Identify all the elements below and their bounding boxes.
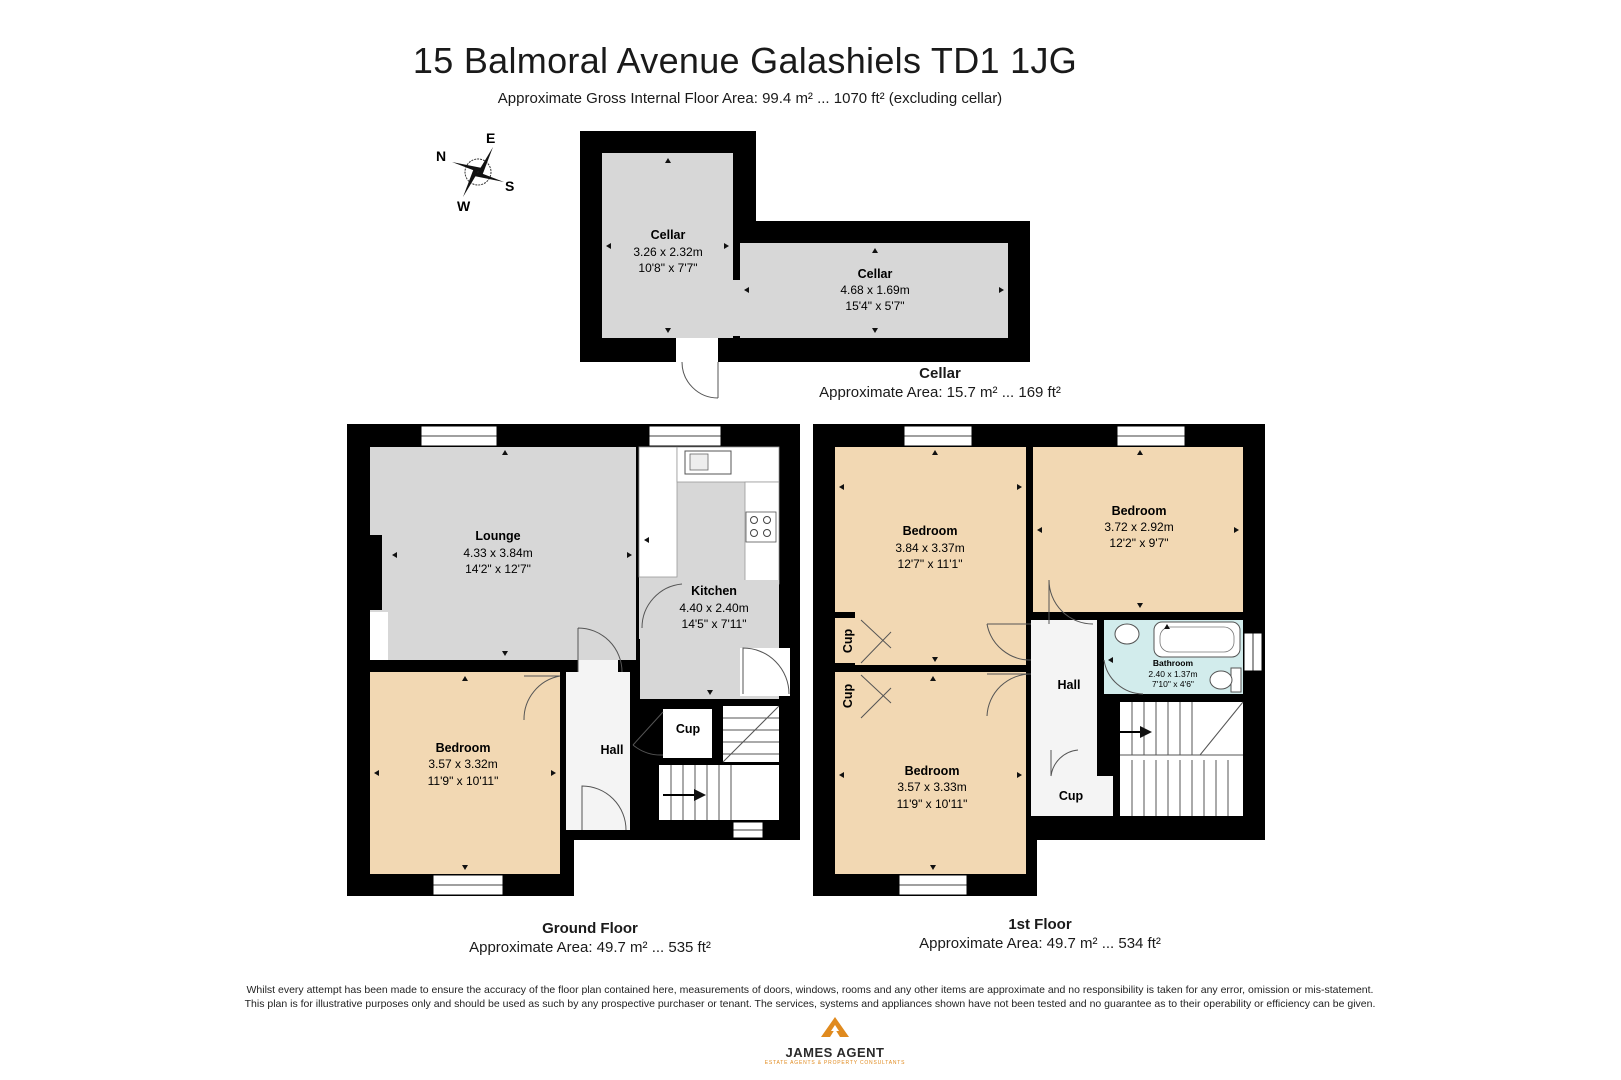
bathroom-imperial: 7'10" x 4'6" [1152, 679, 1194, 689]
ff-bedroom-s-imperial: 11'9" x 10'11" [897, 797, 968, 811]
lounge-imperial: 14'2" x 12'7" [465, 562, 531, 576]
cellar-2-name: Cellar [858, 267, 893, 281]
kitchen-metric: 4.40 x 2.40m [679, 601, 748, 615]
ground-floor-area: Approximate Area: 49.7 m² ... 535 ft² [469, 939, 711, 956]
compass-e: E [486, 130, 495, 146]
ff-bedroom-nw-imperial: 12'7" x 11'1" [898, 557, 963, 571]
first-floor-label: 1st Floor Approximate Area: 49.7 m² ... … [890, 915, 1190, 953]
ff-hall-label: Hall [1058, 678, 1081, 692]
ground-floor-plan: Lounge 4.33 x 3.84m 14'2" x 12'7" Kitche… [347, 424, 800, 896]
first-floor-area: Approximate Area: 49.7 m² ... 534 ft² [919, 935, 1161, 952]
ff-bedroom-ne-metric: 3.72 x 2.92m [1104, 520, 1173, 534]
gf-bedroom-name: Bedroom [436, 741, 491, 755]
logo-tagline: ESTATE AGENTS & PROPERTY CONSULTANTS [764, 1060, 906, 1066]
ff-bedroom-s-metric: 3.57 x 3.33m [897, 780, 966, 794]
ground-floor-name: Ground Floor [542, 920, 638, 937]
cellar-1-imperial: 10'8" x 7'7" [638, 261, 697, 275]
ff-bedroom-ne-imperial: 12'2" x 9'7" [1109, 536, 1168, 550]
compass-icon: N E S W [436, 130, 514, 214]
plan-subtitle: Approximate Gross Internal Floor Area: 9… [497, 90, 1003, 107]
compass-n: N [436, 148, 446, 164]
disclaimer: Whilst every attempt has been made to en… [150, 983, 1470, 1011]
cellar-1-metric: 3.26 x 2.32m [633, 245, 702, 259]
first-floor-plan: Bedroom 3.84 x 3.37m 12'7" x 11'1" Bedro… [813, 424, 1265, 896]
logo-mark-icon [821, 1017, 849, 1037]
cellar-floor-name: Cellar [919, 365, 961, 382]
cellar-plan: Cellar 3.26 x 2.32m 10'8" x 7'7" Cellar … [580, 131, 1030, 399]
gf-hall-label: Hall [601, 743, 624, 757]
ff-bedroom-s-name: Bedroom [905, 764, 960, 778]
plan-title: 15 Balmoral Avenue Galashiels TD1 1JG [412, 40, 1078, 81]
lounge-name: Lounge [475, 529, 520, 543]
ff-cup-2-label: Cup [841, 683, 855, 708]
ff-bedroom-ne-name: Bedroom [1112, 504, 1167, 518]
disclaimer-line-2: This plan is for illustrative purposes o… [244, 998, 1376, 1010]
cellar-1-name: Cellar [651, 228, 686, 242]
ff-cup-1-label: Cup [841, 628, 855, 653]
gf-cup-label: Cup [676, 722, 701, 736]
kitchen-name: Kitchen [691, 584, 737, 598]
cellar-floor-label: Cellar Approximate Area: 15.7 m² ... 169… [790, 364, 1090, 402]
ff-bedroom-nw-name: Bedroom [903, 524, 958, 538]
cellar-2-imperial: 15'4" x 5'7" [845, 299, 904, 313]
kitchen-imperial: 14'5" x 7'11" [682, 617, 747, 631]
compass-s: S [505, 178, 514, 194]
logo-name: JAMES AGENT [785, 1045, 885, 1060]
lounge-metric: 4.33 x 3.84m [463, 546, 532, 560]
james-agent-logo: JAMES AGENT ESTATE AGENTS & PROPERTY CON… [760, 1016, 910, 1066]
compass-w: W [457, 198, 471, 214]
ground-floor-label: Ground Floor Approximate Area: 49.7 m² .… [440, 919, 740, 957]
bathroom-metric: 2.40 x 1.37m [1148, 669, 1197, 679]
gf-bedroom-imperial: 11'9" x 10'11" [428, 774, 499, 788]
cellar-floor-area: Approximate Area: 15.7 m² ... 169 ft² [819, 384, 1061, 401]
cellar-2-metric: 4.68 x 1.69m [840, 283, 909, 297]
disclaimer-line-1: Whilst every attempt has been made to en… [246, 984, 1374, 996]
first-floor-name: 1st Floor [1008, 916, 1072, 933]
ff-bedroom-nw-metric: 3.84 x 3.37m [895, 541, 964, 555]
gf-bedroom-metric: 3.57 x 3.32m [428, 757, 497, 771]
ff-cup-3-label: Cup [1059, 789, 1084, 803]
bathroom-name: Bathroom [1153, 658, 1194, 668]
